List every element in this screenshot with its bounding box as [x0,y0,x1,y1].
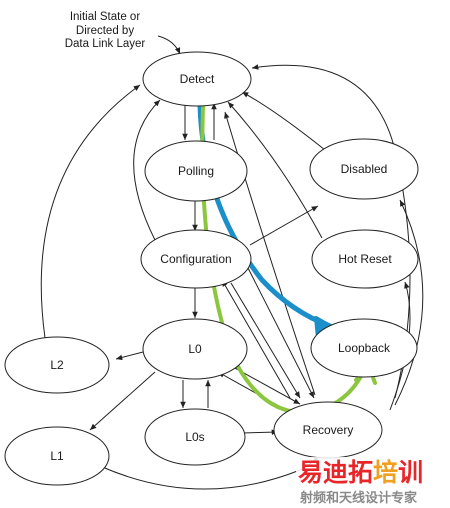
state-disabled: Disabled [309,138,419,200]
state-l1-label: L1 [50,449,64,463]
state-l1: L1 [4,426,110,486]
watermark-subtitle: 射频和天线设计专家 [299,490,418,506]
state-loopback-label: Loopback [338,341,391,355]
edge-recovery-to-configuration [221,279,291,399]
watermark-backdrop [296,457,450,508]
watermark: 易迪拓培训 射频和天线设计专家 [296,457,450,508]
state-configuration: Configuration [140,229,252,289]
caption-line-1: Initial State or [70,11,140,23]
edge-l0-to-l1 [89,371,156,431]
state-polling: Polling [144,140,248,202]
state-l0-label: L0 [188,342,202,356]
edge-l2-to-detect [40,84,141,339]
state-hot-reset: Hot Reset [311,229,419,289]
transition-edges [40,35,424,490]
state-l2: L2 [4,336,110,394]
watermark-char-1: 易 [298,458,323,487]
state-recovery-label: Recovery [303,423,354,437]
edge-recovery-to-disabled [394,199,424,406]
watermark-char-4: 培 [373,458,398,487]
caption-line-3: Data Link Layer [65,38,146,50]
state-loopback: Loopback [310,318,418,378]
edge-l0-to-l2 [115,351,144,361]
edge-configuration-to-disabled [249,205,319,246]
state-l0: L0 [142,318,248,380]
state-detect-label: Detect [180,72,215,86]
edge-configuration-to-recovery-2 [247,267,315,399]
edge-hotreset-to-detect [227,101,323,239]
initial-state-caption: Initial State or Directed by Data Link L… [65,11,146,50]
caption-line-2: Directed by [76,25,134,37]
edge-recovery-to-detect-2 [224,111,316,396]
edge-disabled-to-detect [241,91,326,151]
watermark-title: 易迪拓培训 [298,458,423,487]
state-l0s: L0s [144,408,246,466]
watermark-char-5: 训 [398,458,423,487]
state-detect: Detect [142,51,252,107]
edge-configuration-to-recovery [230,282,301,399]
edge-initial-to-detect [157,35,181,55]
state-hot-reset-label: Hot Reset [338,252,392,266]
state-l2-label: L2 [50,358,64,372]
edge-l0s-to-recovery [241,429,279,435]
edge-configuration-to-detect [133,99,161,241]
watermark-char-2: 迪 [323,458,348,487]
state-polling-label: Polling [178,164,214,178]
state-recovery: Recovery [273,401,383,459]
state-configuration-label: Configuration [160,252,231,266]
state-l0s-label: L0s [185,430,204,444]
state-disabled-label: Disabled [341,162,388,176]
watermark-char-3: 拓 [348,458,373,487]
